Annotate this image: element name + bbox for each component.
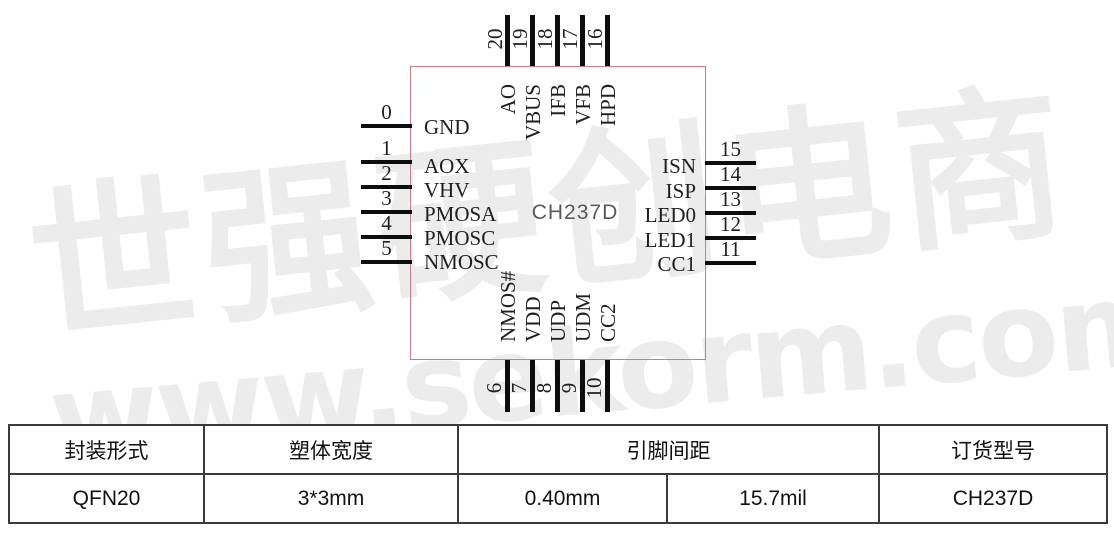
pin-number-13: 13: [720, 187, 741, 211]
header-body-width: 塑体宽度: [203, 424, 459, 475]
pin-stub-right-12: [705, 236, 756, 240]
pin-label-udp: UDP: [546, 299, 570, 342]
pin-label-pmosc: PMOSC: [424, 226, 496, 250]
pin-number-4: 4: [381, 211, 392, 235]
cell-pitch-mil: 15.7mil: [666, 473, 880, 524]
pin-label-isn: ISN: [662, 154, 696, 178]
cell-body-width: 3*3mm: [203, 473, 459, 524]
pin-label-pmosa: PMOSA: [424, 202, 497, 226]
pin-label-gnd: GND: [424, 115, 470, 139]
header-pin-pitch: 引脚间距: [457, 424, 880, 475]
cell-pitch-mm: 0.40mm: [457, 473, 668, 524]
pin-number-12: 12: [720, 212, 741, 236]
pin-label-vbus: VBUS: [521, 84, 545, 141]
pin-stub-bottom-7: [530, 360, 535, 412]
pin-number-3: 3: [381, 186, 392, 210]
pin-stub-right-11: [705, 261, 756, 265]
pin-stub-bottom-9: [580, 360, 585, 412]
table-header-row: 封装形式 塑体宽度 引脚间距 订货型号: [8, 424, 1108, 475]
pin-stub-bottom-8: [555, 360, 560, 412]
pin-number-15: 15: [720, 137, 741, 161]
table-data-row: QFN20 3*3mm 0.40mm 15.7mil CH237D: [8, 473, 1108, 524]
pin-stub-left-0: [361, 124, 412, 128]
pin-label-udm: UDM: [571, 292, 595, 342]
pin-label-led0: LED0: [644, 203, 696, 227]
pin-stub-top-16: [605, 15, 610, 66]
pin-label-nmos-hash: NMOS#: [496, 270, 520, 342]
pin-stub-left-2: [361, 185, 412, 189]
cell-order-model: CH237D: [878, 473, 1108, 524]
header-order-model: 订货型号: [878, 424, 1108, 475]
pin-number-5: 5: [381, 236, 392, 260]
pin-label-ao: AO: [496, 84, 520, 115]
pin-stub-right-14: [705, 186, 756, 190]
pin-stub-bottom-6: [505, 360, 510, 412]
pin-number-17: 17: [558, 28, 582, 50]
pin-label-nmosc: NMOSC: [424, 250, 499, 274]
pin-number-8: 8: [532, 382, 556, 394]
cell-package-form: QFN20: [8, 473, 205, 524]
pin-stub-left-1: [361, 160, 412, 164]
pin-stub-top-19: [530, 15, 535, 66]
pin-label-vhv: VHV: [424, 178, 470, 202]
pin-stub-right-13: [705, 211, 756, 215]
pin-number-16: 16: [583, 28, 607, 50]
pin-stub-top-20: [505, 15, 510, 66]
pin-number-2: 2: [381, 161, 392, 185]
pin-stub-left-3: [361, 210, 412, 214]
pin-label-cc1: CC1: [657, 252, 696, 276]
pin-number-1: 1: [381, 136, 392, 160]
header-package-form: 封装形式: [8, 424, 205, 475]
pin-number-9: 9: [557, 382, 581, 394]
pin-label-led1: LED1: [644, 228, 696, 252]
pin-stub-left-5: [361, 260, 412, 264]
package-spec-table: 封装形式 塑体宽度 引脚间距 订货型号 QFN20 3*3mm 0.40mm 1…: [8, 424, 1108, 524]
pin-number-14: 14: [720, 162, 741, 186]
pin-number-7: 7: [507, 382, 531, 394]
chip-part-number: CH237D: [531, 201, 619, 224]
pin-number-0: 0: [381, 100, 392, 124]
pin-stub-right-15: [705, 161, 756, 165]
pin-label-vfb: VFB: [571, 84, 595, 125]
pin-stub-top-17: [580, 15, 585, 66]
pin-label-cc2: CC2: [596, 303, 620, 342]
pin-number-6: 6: [482, 382, 506, 394]
pin-label-aox: AOX: [424, 154, 470, 178]
pin-number-20: 20: [483, 28, 507, 50]
pin-stub-bottom-10: [605, 360, 610, 412]
pin-label-vdd: VDD: [521, 296, 545, 343]
pin-label-isp: ISP: [665, 179, 696, 203]
pin-number-11: 11: [720, 237, 741, 261]
pin-label-hpd: HPD: [596, 84, 620, 127]
pin-number-18: 18: [533, 28, 557, 50]
pin-stub-left-4: [361, 235, 412, 239]
pin-number-19: 19: [508, 28, 532, 50]
pin-number-10: 10: [582, 377, 606, 399]
pin-label-ifb: IFB: [546, 84, 570, 117]
pin-stub-top-18: [555, 15, 560, 66]
